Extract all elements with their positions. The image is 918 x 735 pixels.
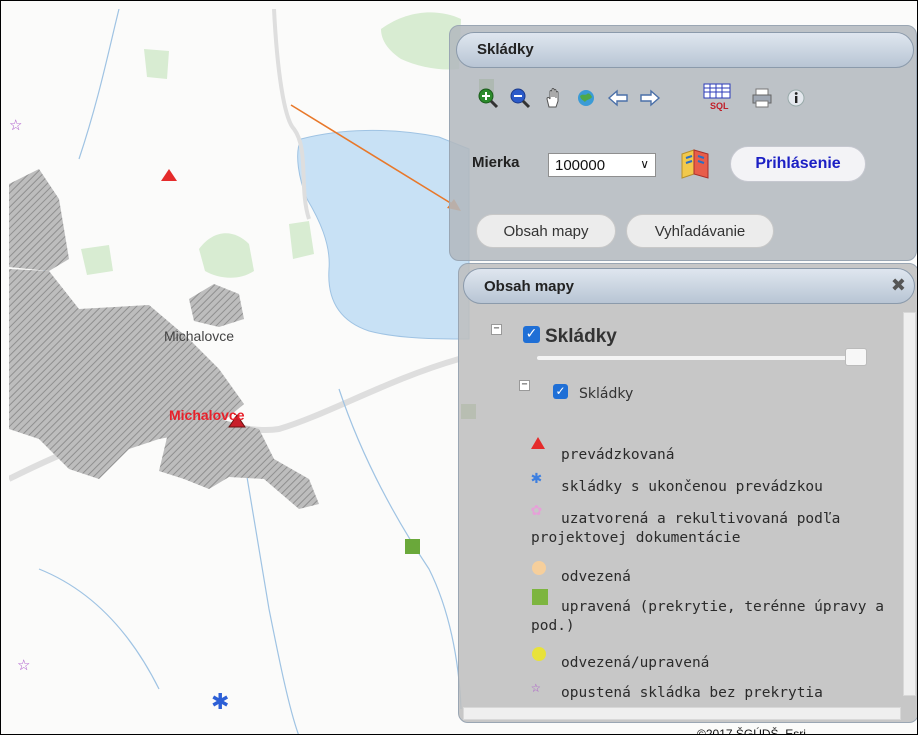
tab-map-contents[interactable]: Obsah mapy: [476, 214, 616, 248]
collapse-layer-icon[interactable]: −: [519, 380, 530, 391]
green-area: [381, 12, 461, 70]
scale-label: Mierka: [472, 154, 520, 171]
river: [38, 568, 160, 690]
svg-text:SQL: SQL: [710, 101, 729, 111]
info-icon[interactable]: [784, 86, 808, 110]
layers-title: Obsah mapy: [484, 278, 575, 295]
legend-item-ukoncena: ✱ skládky s ukončenou prevádzkou: [531, 467, 823, 495]
green-area: [199, 233, 254, 278]
legend-item-odvezena: odvezená: [531, 561, 901, 587]
river: [238, 428, 299, 734]
purple-star-icon: ☆: [531, 680, 541, 696]
full-extent-icon[interactable]: [574, 86, 598, 110]
vertical-scrollbar[interactable]: [903, 312, 916, 696]
legend-item-upravena: upravená (prekrytie, terénne úpravy a po…: [531, 589, 901, 636]
chevron-down-icon: ∨: [640, 157, 649, 171]
river: [78, 9, 120, 160]
zoom-in-icon[interactable]: [476, 86, 500, 110]
legend-item-odvezena-upravena: odvezená/upravená: [531, 647, 901, 673]
green-area: [289, 221, 314, 259]
purple-star-marker: ☆: [9, 116, 22, 134]
back-arrow-icon[interactable]: [606, 86, 630, 110]
collapse-group-icon[interactable]: −: [491, 324, 502, 335]
red-triangle-icon: [531, 437, 545, 449]
basemap: ☆ ☆ ✱: [9, 9, 494, 734]
town-label: Michalovce: [164, 328, 235, 344]
close-icon[interactable]: ✖: [890, 275, 906, 296]
legend-item-prevadzkovana: prevádzkovaná: [531, 437, 901, 465]
layers-header[interactable]: Obsah mapy ✖: [463, 268, 915, 304]
town-label-red: Michalovce: [169, 407, 245, 423]
forward-arrow-icon[interactable]: [638, 86, 662, 110]
green-area: [144, 49, 169, 79]
group-label: Skládky: [545, 326, 617, 347]
urban-area: [159, 419, 319, 509]
yellow-circle-icon: [532, 647, 546, 661]
green-square-icon: [532, 589, 548, 605]
pan-hand-icon[interactable]: [542, 86, 566, 110]
blue-asterisk-icon: ✱: [531, 467, 542, 488]
legend-item-opustena: ☆ opustená skládka bez prekrytia: [531, 680, 901, 700]
toolbar-header[interactable]: Skládky: [456, 32, 914, 68]
scale-select[interactable]: 100000 ∨: [548, 153, 656, 177]
blue-asterisk-marker: ✱: [211, 690, 229, 715]
opacity-slider[interactable]: [537, 356, 863, 360]
opacity-slider-handle[interactable]: [845, 348, 867, 366]
green-square-marker: [405, 539, 420, 554]
print-icon[interactable]: [750, 86, 774, 110]
copyright-text: ©2017 ŠGÚDŠ, Esri ...: [697, 727, 820, 735]
layer-label: Skládky: [579, 386, 634, 402]
toolbar-title: Skládky: [477, 41, 534, 58]
red-triangle-marker: [228, 414, 246, 428]
tab-search[interactable]: Vyhľadávanie: [626, 214, 774, 248]
legend-item-uzatvorena: ✿ uzatvorená a rekultivovaná podľa proje…: [531, 499, 841, 546]
horizontal-scrollbar[interactable]: [463, 707, 901, 720]
purple-star-marker: ☆: [17, 656, 30, 674]
layer-checkbox[interactable]: ✓: [553, 384, 568, 399]
layers-panel: Obsah mapy ✖ − ✓ Skládky − ✓ Skládky pre…: [458, 263, 917, 723]
map-canvas[interactable]: ☆ ☆ ✱ Michalovce Michalovce: [9, 9, 917, 734]
group-checkbox[interactable]: ✓: [523, 326, 540, 343]
pink-flower-icon: ✿: [531, 499, 542, 520]
sql-query-icon[interactable]: SQL: [702, 82, 736, 112]
toolbar-panel: Skládky SQL Mierka 100000: [449, 25, 917, 261]
urban-area: [189, 284, 244, 327]
zoom-out-icon[interactable]: [508, 86, 532, 110]
road: [272, 9, 311, 220]
green-area: [81, 245, 113, 275]
river: [338, 388, 462, 710]
urban-area: [9, 169, 69, 271]
login-button[interactable]: Prihlásenie: [730, 146, 866, 182]
annotation-arrow: [290, 104, 458, 208]
peach-circle-icon: [532, 561, 546, 575]
red-triangle-marker: [161, 169, 177, 181]
scale-value: 100000: [555, 157, 606, 174]
book-icon[interactable]: [678, 146, 712, 184]
